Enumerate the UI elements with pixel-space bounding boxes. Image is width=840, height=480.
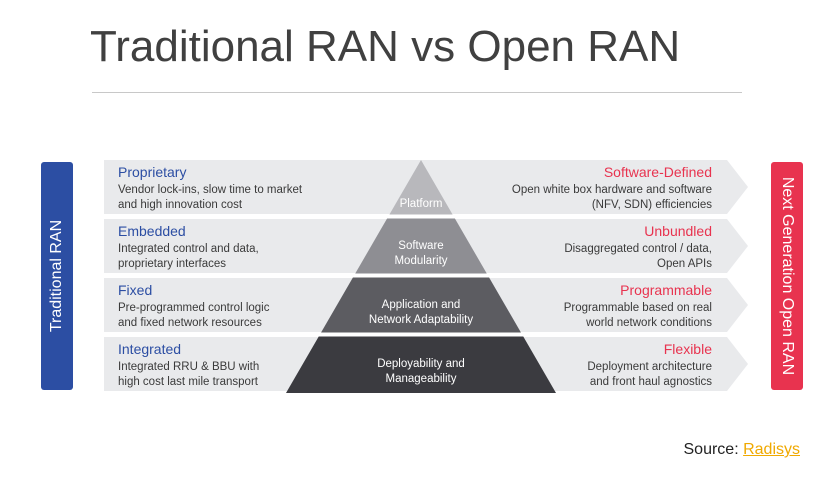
pyramid-layer-label-line: Modularity — [394, 254, 448, 267]
source-link[interactable]: Radisys — [743, 441, 800, 458]
traditional-attribute-detail: Integrated RRU & BBU with — [118, 361, 260, 373]
pyramid-layer-label-line: Application and — [381, 298, 461, 311]
traditional-attribute-title: Fixed — [118, 282, 153, 298]
open-ran-attribute-detail: Deployment architecture — [587, 361, 712, 373]
title-divider — [92, 92, 742, 93]
open-ran-attribute-detail: Open white box hardware and software — [511, 184, 712, 196]
open-ran-attribute-title: Software-Defined — [603, 164, 712, 180]
open-ran-attribute-detail: Disaggregated control / data, — [564, 243, 712, 255]
traditional-attribute-detail: and fixed network resources — [118, 317, 262, 329]
open-ran-attribute-title: Programmable — [620, 282, 712, 298]
open-ran-attribute-title: Flexible — [663, 341, 712, 357]
traditional-attribute-title: Proprietary — [118, 164, 187, 180]
traditional-attribute-detail: high cost last mile transport — [118, 376, 258, 388]
open-ran-attribute-detail: Open APIs — [657, 258, 712, 270]
pyramid-layer-label: Platform — [321, 197, 521, 212]
open-ran-bar: Next Generation Open RAN — [771, 162, 803, 390]
open-ran-attribute-detail: world network conditions — [586, 317, 712, 329]
traditional-attribute-title: Embedded — [118, 223, 186, 239]
pyramid-layer-3 — [321, 277, 521, 333]
traditional-attribute-detail: and high innovation cost — [118, 199, 243, 211]
traditional-attribute-title: Integrated — [118, 341, 182, 357]
open-ran-attribute-detail: Programmable based on real — [563, 302, 712, 314]
page-title: Traditional RAN vs Open RAN — [90, 22, 681, 71]
traditional-attribute-detail: proprietary interfaces — [118, 258, 227, 270]
pyramid-layer-label-line: Network Adaptability — [368, 313, 474, 326]
pyramid-layer-label-line: Manageability — [385, 372, 457, 385]
traditional-ran-bar: Traditional RAN — [41, 162, 73, 390]
pyramid-layer-2 — [355, 218, 487, 274]
pyramid-layer-label-line: Deployability and — [377, 357, 465, 370]
traditional-attribute-detail: Integrated control and data, — [118, 243, 259, 255]
pyramid-layer-label-line: Platform — [399, 198, 443, 210]
traditional-attribute-detail: Pre-programmed control logic — [118, 302, 270, 314]
pyramid-layer-4 — [286, 336, 556, 393]
open-ran-attribute-detail: (NFV, SDN) efficiencies — [591, 199, 712, 211]
traditional-attribute-detail: Vendor lock-ins, slow time to market — [118, 184, 303, 196]
source-credit: Source: Radisys — [684, 441, 801, 459]
source-label: Source: — [683, 441, 739, 458]
open-ran-attribute-detail: and front haul agnostics — [589, 376, 712, 388]
pyramid-layer-label-line: Software — [398, 239, 444, 252]
pyramid-layer-1 — [389, 160, 453, 215]
open-ran-attribute-title: Unbundled — [644, 223, 712, 239]
